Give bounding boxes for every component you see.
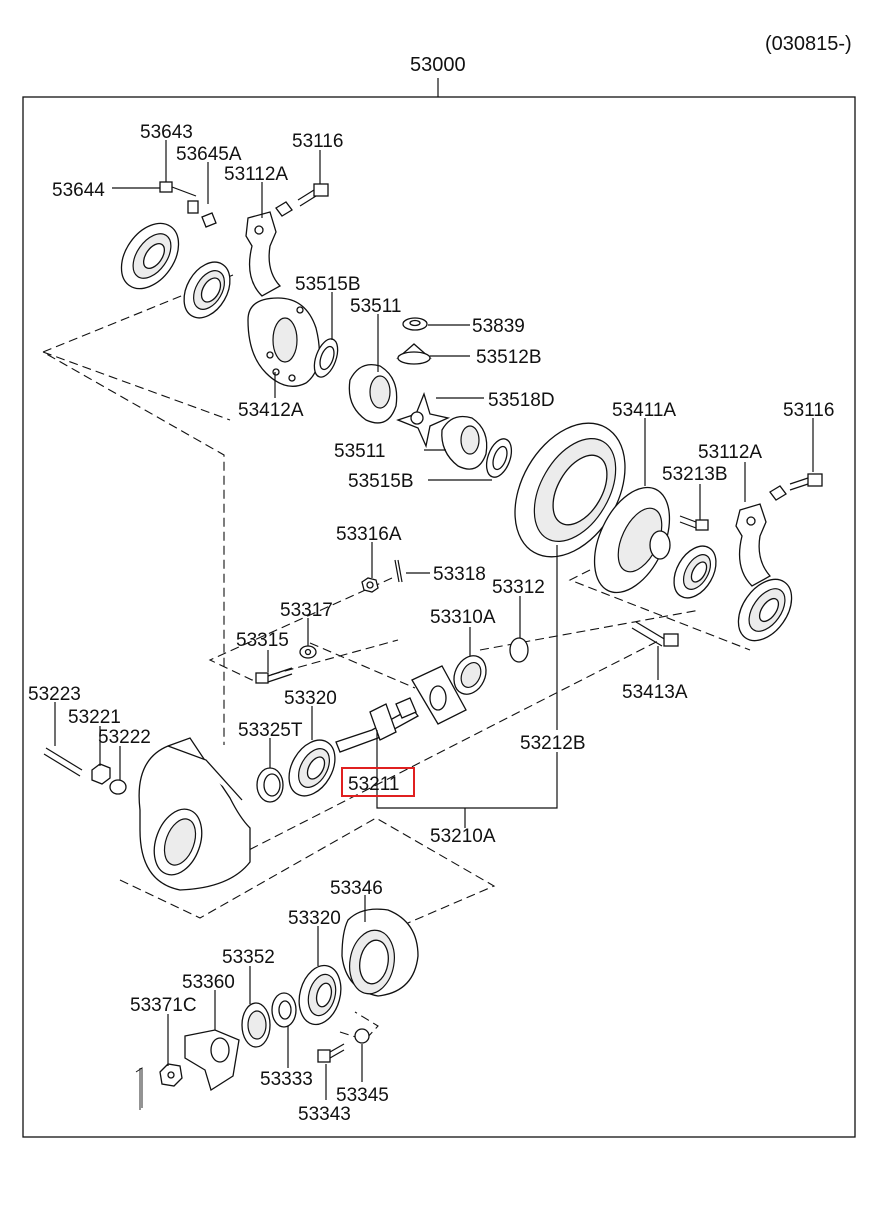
label-53371c[interactable]: 53371C — [130, 995, 197, 1016]
oil-seal-top-left — [120, 222, 180, 290]
part-labels: 53643 53645A 53644 53112A 53116 53515B 5… — [28, 122, 834, 1125]
label-53000[interactable]: 53000 — [410, 54, 466, 76]
differential-case-top — [247, 297, 320, 387]
label-53515b-mid[interactable]: 53515B — [348, 471, 414, 492]
label-53312[interactable]: 53312 — [492, 577, 545, 598]
label-53643[interactable]: 53643 — [140, 122, 193, 143]
label-53320-top[interactable]: 53320 — [284, 688, 337, 709]
dashed-group-lines — [41, 274, 751, 1041]
companion-flange — [341, 908, 419, 997]
highlight-box-53211 — [341, 767, 415, 797]
assembly-frame — [22, 96, 856, 1138]
label-53346[interactable]: 53346 — [330, 878, 383, 899]
label-53317[interactable]: 53317 — [280, 600, 333, 621]
label-53512b[interactable]: 53512B — [476, 347, 542, 368]
bearing-top-left — [183, 261, 231, 319]
label-53310a[interactable]: 53310A — [430, 607, 496, 628]
label-53320-bottom[interactable]: 53320 — [288, 908, 341, 929]
label-53412a[interactable]: 53412A — [238, 400, 304, 421]
label-53210a[interactable]: 53210A — [430, 826, 496, 847]
label-53116-right[interactable]: 53116 — [783, 400, 834, 421]
label-53316a[interactable]: 53316A — [336, 524, 402, 545]
label-53352[interactable]: 53352 — [222, 947, 275, 968]
label-53325t[interactable]: 53325T — [238, 720, 303, 741]
carrier-housing — [138, 737, 251, 891]
label-53315[interactable]: 53315 — [236, 630, 289, 651]
label-53360[interactable]: 53360 — [182, 972, 235, 993]
label-53222[interactable]: 53222 — [98, 727, 151, 748]
label-53511-top[interactable]: 53511 — [350, 296, 401, 317]
label-53223[interactable]: 53223 — [28, 684, 81, 705]
label-53411a[interactable]: 53411A — [612, 400, 676, 421]
parts-drawing — [43, 181, 823, 1110]
label-53343[interactable]: 53343 — [298, 1104, 351, 1125]
label-53839[interactable]: 53839 — [472, 316, 525, 337]
label-53645a[interactable]: 53645A — [176, 144, 242, 165]
differential-case-right — [593, 486, 671, 594]
label-53333[interactable]: 53333 — [260, 1069, 313, 1090]
label-53212b[interactable]: 53212B — [520, 733, 586, 754]
label-53213b[interactable]: 53213B — [662, 464, 728, 485]
label-53112a-right[interactable]: 53112A — [698, 442, 762, 463]
label-53318[interactable]: 53318 — [433, 564, 486, 585]
label-53221[interactable]: 53221 — [68, 707, 121, 728]
date-code: (030815-) — [765, 33, 852, 55]
label-53116-top[interactable]: 53116 — [292, 131, 343, 152]
label-53345[interactable]: 53345 — [336, 1085, 389, 1106]
label-53112a-top[interactable]: 53112A — [224, 164, 288, 185]
label-53518d[interactable]: 53518D — [488, 390, 555, 411]
label-53515b-top[interactable]: 53515B — [295, 274, 361, 295]
label-53413a[interactable]: 53413A — [622, 682, 688, 703]
label-53644[interactable]: 53644 — [52, 180, 105, 201]
label-53211[interactable]: 53211 — [348, 774, 399, 795]
leader-lines — [54, 140, 814, 1100]
label-53511-mid[interactable]: 53511 — [334, 441, 385, 462]
